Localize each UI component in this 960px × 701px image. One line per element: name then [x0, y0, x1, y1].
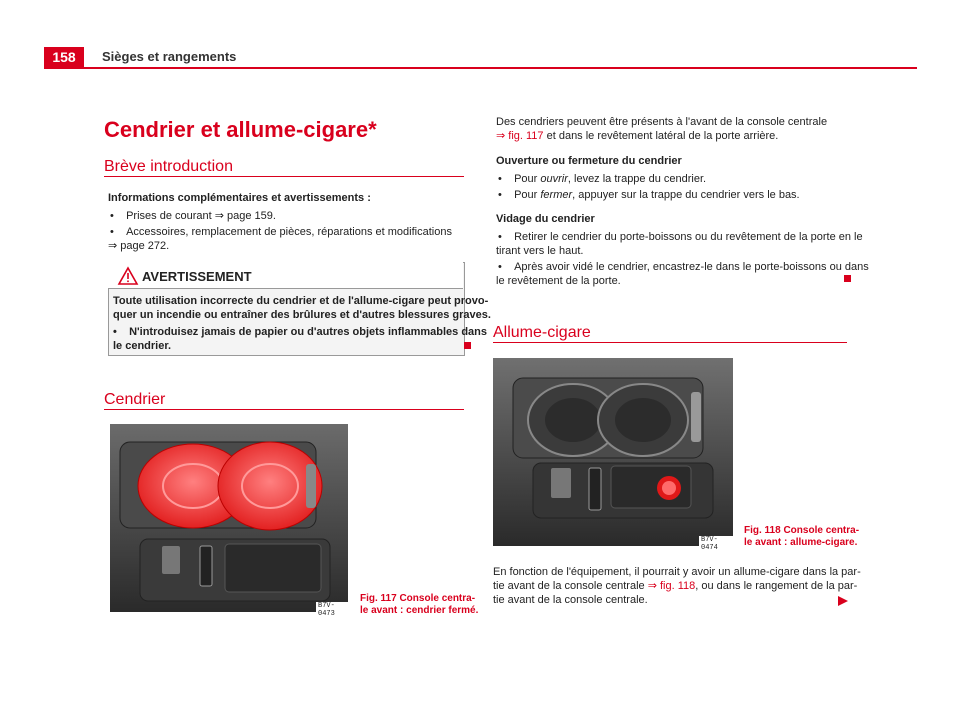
figure-link[interactable]: ⇒ fig. 117 [496, 130, 544, 142]
list-item: • Après avoir vidé le cendrier, encastre… [498, 261, 869, 273]
subheading-empty: Vidage du cendrier [496, 213, 595, 225]
warning-text: Toute utilisation incorrecte du cendrier… [113, 295, 489, 307]
running-title: Sièges et rangements [102, 49, 237, 64]
list-item: • Pour fermer, appuyer sur la trappe du … [498, 189, 800, 201]
warning-text: quer un incendie ou entraîner des brûlur… [113, 309, 491, 321]
list-item: • Pour ouvrir, levez la trappe du cendri… [498, 173, 707, 185]
figure-cigar-lighter-photo: B7V-0474 [493, 358, 733, 552]
figure-link[interactable]: ⇒ fig. 118 [647, 580, 696, 592]
page-link[interactable]: ⇒ page 159. [214, 210, 276, 222]
next-page-arrow-icon[interactable] [838, 593, 848, 611]
subheading-open-close: Ouverture ou fermeture du cendrier [496, 155, 682, 167]
section-title-intro: Brève introduction [104, 158, 233, 175]
figure-caption: le avant : allume-cigare. [744, 537, 858, 548]
info-heading: Informations complémentaires et avertiss… [108, 192, 371, 204]
paragraph-line: tie avant de la console centrale. [493, 594, 648, 606]
figure-code: B7V-0473 [316, 602, 348, 618]
section-title-cendrier: Cendrier [104, 391, 166, 408]
paragraph-line: En fonction de l'équipement, il pourrait… [493, 566, 861, 578]
warning-header [108, 262, 463, 289]
list-item: • Prises de courant ⇒ page 159. [110, 210, 276, 222]
section-end-marker [464, 342, 471, 349]
figure-code: B7V-0474 [699, 536, 733, 552]
section-rule [104, 176, 464, 177]
section-title-allume-cigare: Allume-cigare [493, 324, 591, 341]
chapter-title: Cendrier et allume-cigare* [104, 117, 377, 142]
paragraph-line: tie avant de la console centrale ⇒ fig. … [493, 580, 858, 592]
warning-text: le cendrier. [113, 340, 172, 352]
section-rule [493, 342, 847, 343]
header-rule [44, 67, 917, 69]
list-item: • Accessoires, remplacement de pièces, r… [110, 226, 452, 238]
figure-caption: Fig. 118 Console centra- [744, 525, 860, 536]
page-number: 158 [44, 47, 84, 67]
paragraph-line: tirant vers le haut. [496, 245, 584, 257]
warning-title: AVERTISSEMENT [142, 269, 252, 284]
section-rule [104, 409, 464, 410]
paragraph-line: ⇒ fig. 117 et dans le revêtement latéral… [496, 130, 779, 142]
figure-ashtray-photo: B7V-0473 [110, 424, 348, 618]
warning-triangle-icon [117, 266, 139, 290]
list-item: • Retirer le cendrier du porte-boissons … [498, 231, 863, 243]
page-link[interactable]: ⇒ page 272. [108, 240, 170, 252]
paragraph-line: le revêtement de la porte. [496, 275, 621, 287]
paragraph-line: Des cendriers peuvent être présents à l'… [496, 116, 828, 128]
figure-caption: le avant : cendrier fermé. [360, 605, 479, 616]
section-end-marker [844, 275, 851, 282]
warning-bullet: • N'introduisez jamais de papier ou d'au… [113, 326, 488, 338]
figure-caption: Fig. 117 Console centra- [360, 593, 476, 604]
